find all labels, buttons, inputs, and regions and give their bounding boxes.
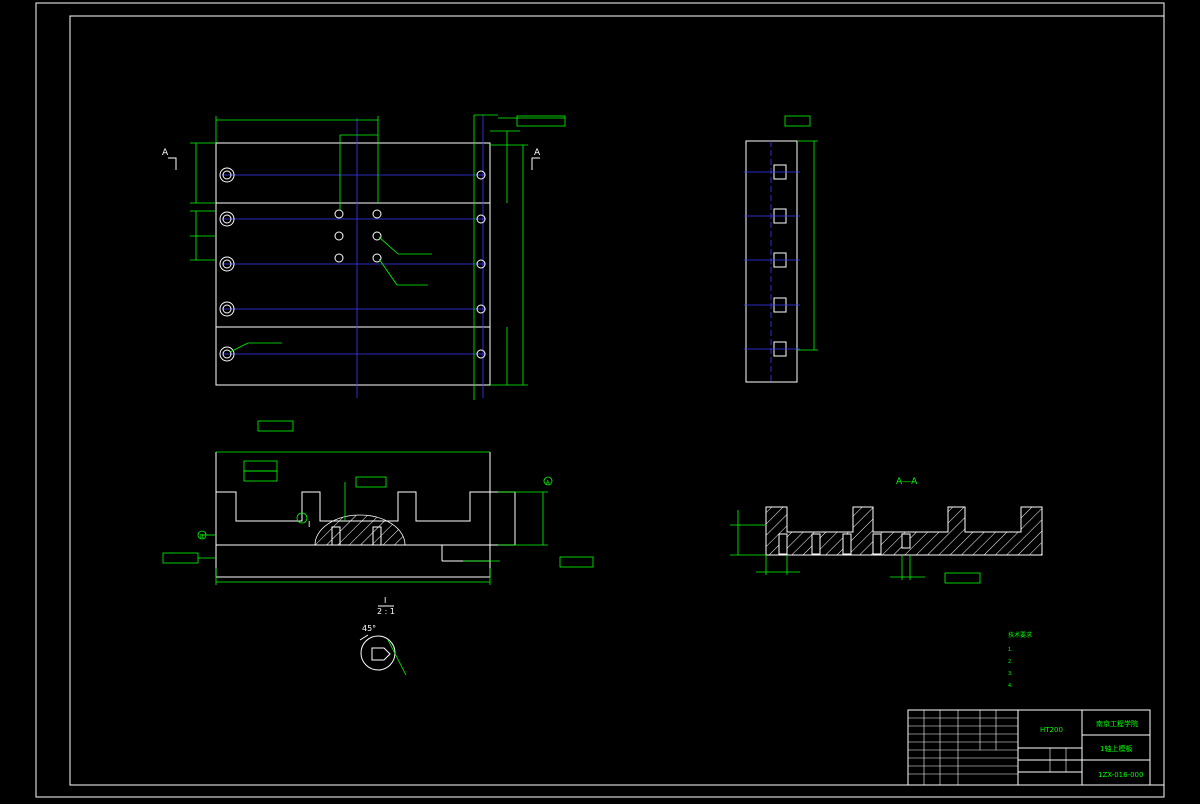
top-view: A A bbox=[162, 114, 566, 400]
detail-angle: 45° bbox=[362, 624, 376, 633]
datum-b-label: B bbox=[200, 534, 204, 540]
detail-view: I 2 : 1 45° bbox=[359, 596, 407, 676]
section-view: A—A bbox=[730, 477, 1043, 584]
detail-title: I bbox=[384, 596, 386, 605]
detail-scale: 2 : 1 bbox=[377, 607, 395, 616]
note-4: 4. bbox=[1008, 683, 1013, 689]
drawing-number: 1ZX-016-000 bbox=[1098, 771, 1143, 779]
material-label: HT200 bbox=[1040, 726, 1063, 734]
detail-mark: I bbox=[308, 520, 310, 529]
inner-border bbox=[69, 15, 1165, 786]
section-mark-left: A bbox=[162, 148, 169, 158]
side-view bbox=[744, 115, 818, 383]
school-name: 南京工程学院 bbox=[1096, 719, 1138, 728]
section-title: A—A bbox=[896, 477, 918, 487]
front-view: A B I bbox=[162, 420, 594, 585]
section-mark-right: A bbox=[534, 148, 541, 158]
note-1: 1. bbox=[1008, 647, 1013, 653]
part-name: 1轴上模板 bbox=[1100, 744, 1132, 753]
outer-border bbox=[35, 2, 1165, 798]
title-block: HT200 南京工程学院 1轴上模板 1ZX-016-000 bbox=[907, 709, 1151, 786]
datum-a-label: A bbox=[546, 480, 550, 486]
note-3: 3. bbox=[1008, 671, 1013, 677]
notes-heading: 技术要求 bbox=[1008, 631, 1032, 639]
note-2: 2. bbox=[1008, 659, 1013, 665]
technical-notes: 技术要求 1. 2. 3. 4. bbox=[1008, 631, 1032, 689]
